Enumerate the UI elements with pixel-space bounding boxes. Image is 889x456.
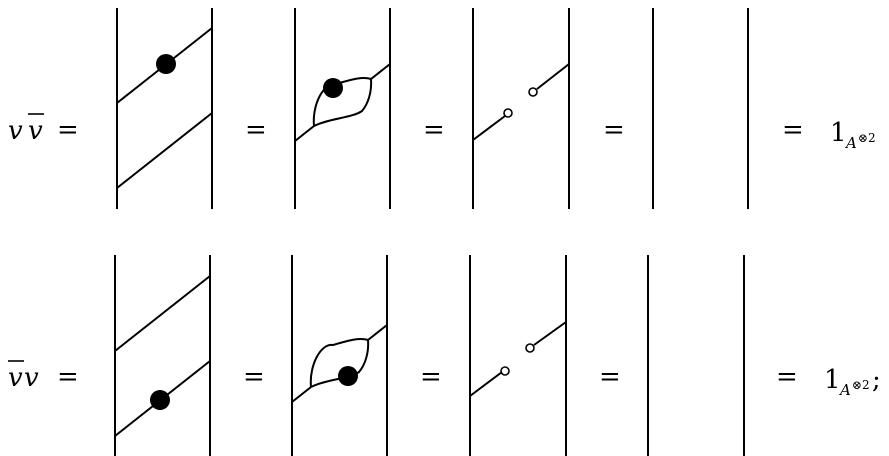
result-sub: A xyxy=(844,134,857,152)
equals-sign: = xyxy=(57,362,79,392)
black-node xyxy=(323,78,343,98)
equals-sign: = xyxy=(243,362,265,392)
equals-sign: = xyxy=(423,115,445,145)
result-sub: A xyxy=(838,381,851,399)
diagram-bubble xyxy=(291,255,388,456)
result-semicolon: ; xyxy=(872,365,881,395)
lhs-vbar-v: v v xyxy=(8,360,39,393)
lhs-symbol-v: v xyxy=(24,363,39,393)
row-2: v v = = = xyxy=(8,255,881,456)
white-node xyxy=(528,87,538,97)
diagram-two-crossing-strands xyxy=(114,255,211,456)
equals-sign: = xyxy=(782,115,804,145)
black-node xyxy=(150,390,170,410)
result-base: 1 xyxy=(824,365,841,395)
equals-sign: = xyxy=(776,362,798,392)
diagram-identity-strands xyxy=(647,255,745,456)
lhs-v-vbar: v v xyxy=(8,113,44,146)
diagram-split-strand xyxy=(469,255,567,456)
black-node xyxy=(338,366,358,386)
lhs-symbol-vbar: v xyxy=(8,363,23,393)
result-identity: 1 A ⊗2 xyxy=(830,118,876,152)
equals-sign: = xyxy=(599,362,621,392)
white-node xyxy=(503,108,513,118)
white-node xyxy=(500,366,510,376)
result-sup: ⊗2 xyxy=(858,131,876,145)
white-node xyxy=(525,343,535,353)
equals-sign: = xyxy=(57,115,79,145)
result-identity: 1 A ⊗2 ; xyxy=(824,365,881,399)
equals-sign: = xyxy=(603,115,625,145)
result-sup: ⊗2 xyxy=(852,378,870,392)
diagram-bubble xyxy=(294,8,391,209)
row-1: v v = = = xyxy=(8,8,876,209)
result-base: 1 xyxy=(830,118,847,148)
black-node xyxy=(156,54,176,74)
lhs-symbol-vbar: v xyxy=(28,116,43,146)
diagram-split-strand xyxy=(472,8,570,209)
lhs-symbol-v: v xyxy=(8,116,23,146)
diagram-identity-strands xyxy=(652,8,749,209)
diagram-two-crossing-strands xyxy=(116,8,213,209)
equals-sign: = xyxy=(420,362,442,392)
equals-sign: = xyxy=(245,115,267,145)
